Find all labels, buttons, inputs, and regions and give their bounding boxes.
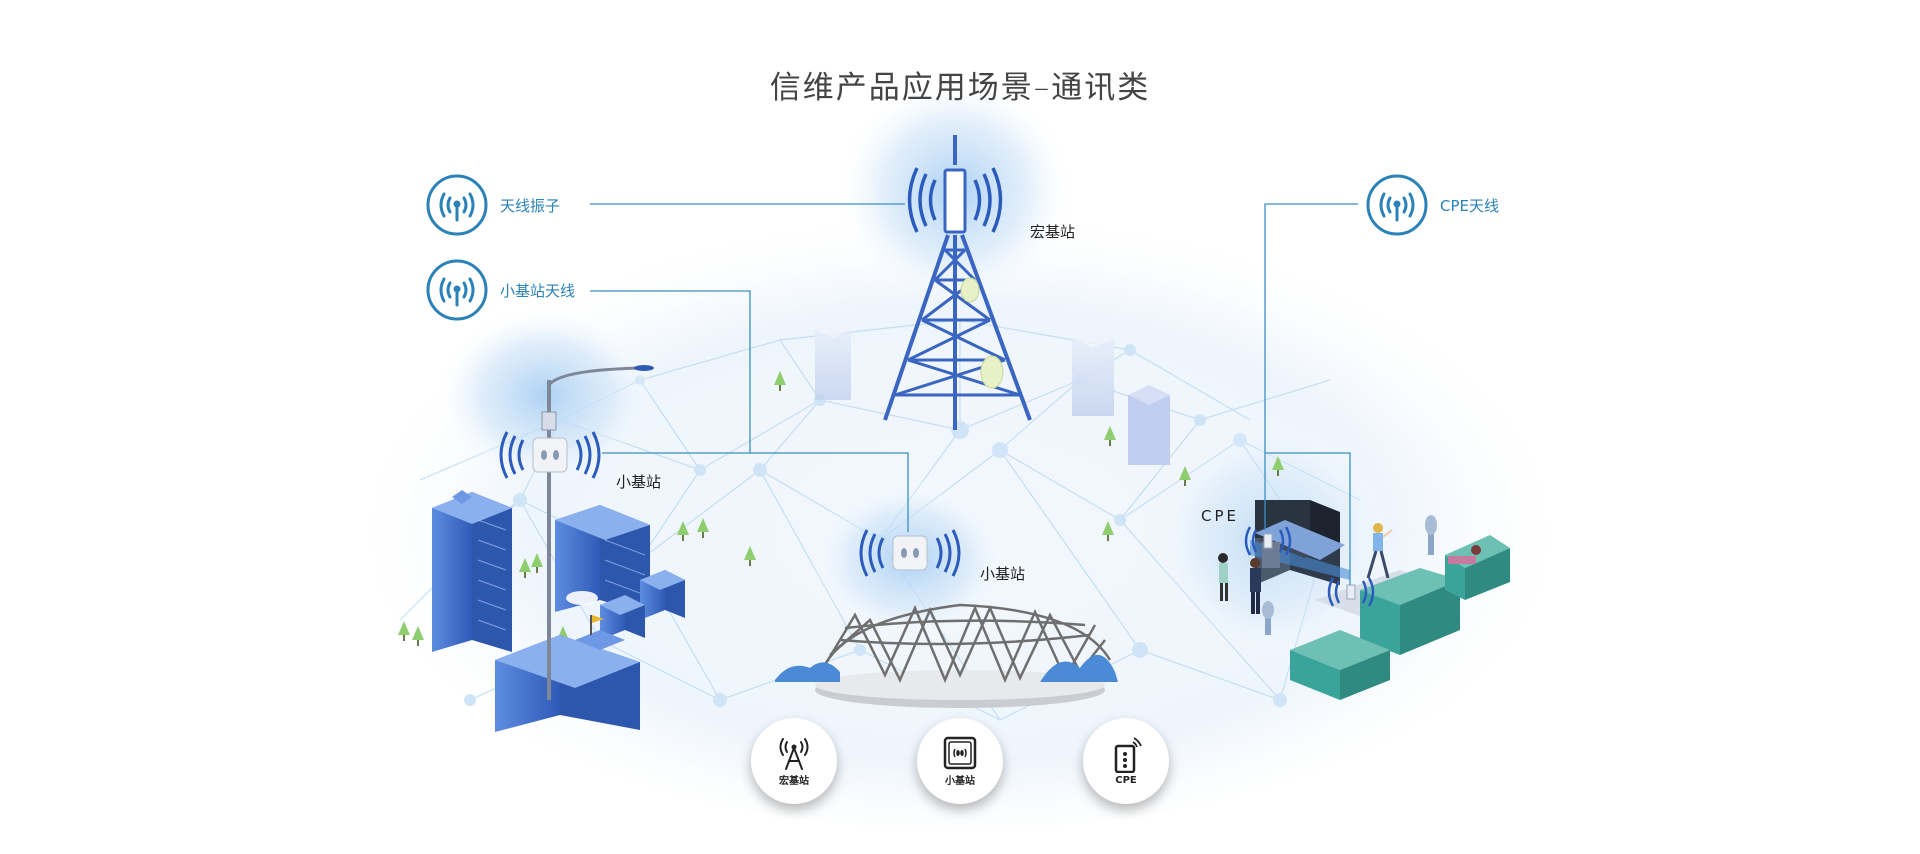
legend-item-small-cell-antenna: 小基站天线 (426, 259, 575, 321)
cpe-button[interactable]: CPE (1083, 718, 1169, 804)
person-lying (1448, 545, 1481, 564)
glass-buildings (815, 322, 1170, 465)
antenna-signal-icon (426, 174, 488, 236)
city-buildings (432, 490, 685, 732)
legend-label: CPE天线 (1440, 196, 1499, 215)
stadium (775, 529, 1118, 708)
small-station-label-stadium: 小基站 (980, 565, 1026, 583)
home-scene (1218, 500, 1510, 700)
legend-label: 小基站天线 (500, 281, 576, 300)
cpe-button-label: CPE (1115, 774, 1137, 786)
macro-station-button[interactable]: 宏基站 (751, 718, 837, 804)
macro-station-button-label: 宏基站 (779, 775, 809, 787)
trees (398, 371, 1284, 646)
cpe-device-1 (1244, 526, 1292, 556)
cpe-device-icon (1114, 736, 1142, 773)
small-station-button-label: 小基站 (945, 775, 975, 787)
page-title: 信维产品应用场景–通讯类 (769, 70, 1151, 106)
street-pole (499, 365, 654, 700)
small-station-label-city: 小基站 (616, 473, 662, 491)
antenna-signal-icon (1366, 174, 1428, 236)
tower-icon (779, 737, 809, 770)
legend-label: 天线振子 (500, 196, 561, 215)
cpe-device-2 (1327, 577, 1375, 607)
person-man (1250, 558, 1261, 614)
small-cell-icon (943, 736, 977, 769)
antenna-signal-icon (426, 259, 488, 321)
legend-item-cpe-antenna: CPE天线 (1366, 174, 1499, 236)
stadium-small-cell (859, 529, 961, 577)
connector-lines (590, 203, 1358, 585)
person-woman-dancing (1366, 523, 1393, 579)
legend-item-antenna-element: 天线振子 (426, 174, 560, 236)
macro-station-label: 宏基站 (1030, 223, 1076, 241)
small-station-button[interactable]: 小基站 (917, 718, 1003, 804)
cpe-label: CPE (1201, 507, 1239, 525)
person-woman-left (1218, 553, 1228, 601)
tower-top (907, 167, 1004, 389)
